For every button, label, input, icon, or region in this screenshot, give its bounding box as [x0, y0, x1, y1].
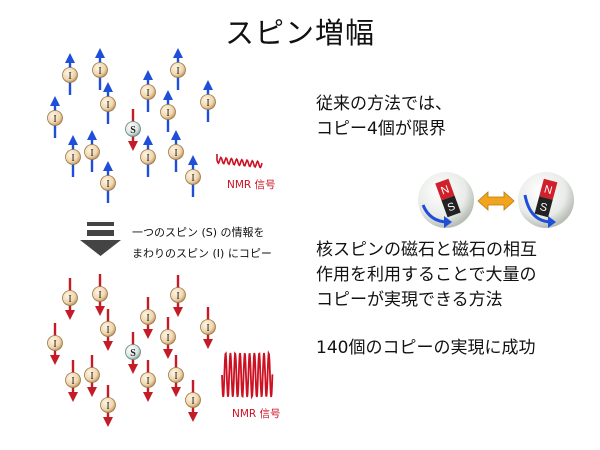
method-line-1: 核スピンの磁石と磁石の相互: [316, 240, 537, 260]
conventional-line-1: 従来の方法では、: [316, 94, 452, 114]
spin-label-i: I: [53, 114, 56, 125]
spin-label-i: I: [191, 396, 194, 407]
spin-label-i: I: [106, 401, 109, 412]
magnet-north-label: N: [439, 183, 451, 197]
neighbor-spin-i: I: [92, 274, 108, 316]
nmr-signal-large: [221, 350, 274, 400]
spin-label-i: I: [166, 108, 169, 119]
neighbor-spin-i: I: [65, 360, 81, 402]
spin-label-i: I: [176, 66, 179, 77]
spin-label-s: S: [130, 125, 136, 136]
neighbor-spin-i: I: [170, 48, 186, 90]
spin-label-i: I: [68, 294, 71, 305]
spin-label-i: I: [174, 148, 177, 159]
spin-label-i: I: [90, 371, 93, 382]
neighbor-spin-i: I: [140, 135, 156, 177]
spin-label-i: I: [146, 313, 149, 324]
spin-label-i: I: [53, 339, 56, 350]
neighbor-spin-i: I: [200, 80, 216, 122]
magnet-sphere-left: N S: [418, 172, 474, 228]
spin-label-i: I: [146, 153, 149, 164]
magnet-sphere-right: N S: [518, 172, 574, 228]
nmr-label-top: NMR 信号: [227, 179, 276, 191]
center-spin-s: S: [125, 332, 141, 374]
neighbor-spin-i: I: [84, 355, 100, 397]
spin-label-i: I: [206, 98, 209, 109]
conventional-line-2: コピー4個が限界: [316, 119, 446, 139]
neighbor-spin-i: I: [62, 278, 78, 320]
spin-label-i: I: [106, 325, 109, 336]
neighbor-spin-i: I: [140, 360, 156, 402]
neighbor-spin-i: I: [200, 307, 216, 349]
process-line-2: まわりのスピン (I) にコピー: [132, 247, 272, 260]
center-spin-s: S: [125, 109, 141, 151]
neighbor-spin-i: I: [160, 90, 176, 132]
spin-label-i: I: [146, 376, 149, 387]
nmr-label-bottom: NMR 信号: [232, 408, 281, 420]
neighbor-spin-i: I: [140, 297, 156, 339]
neighbor-spin-i: I: [92, 48, 108, 90]
spin-label-i: I: [98, 290, 101, 301]
spin-label-i: I: [71, 376, 74, 387]
top-spin-cluster: I I I I I I I I I I I I I I S: [47, 48, 216, 203]
spin-label-i: I: [146, 88, 149, 99]
double-arrow-icon: [477, 191, 515, 211]
process-line-1: 一つのスピン (S) の情報を: [132, 226, 265, 239]
neighbor-spin-i: I: [100, 309, 116, 351]
magnet-north-label: N: [543, 183, 554, 197]
spin-label-s: S: [130, 348, 136, 359]
result-text: 140個のコピーの実現に成功: [316, 338, 536, 358]
neighbor-spin-i: I: [100, 161, 116, 203]
magnet-south-label: S: [538, 201, 548, 214]
spin-label-i: I: [71, 153, 74, 164]
neighbor-spin-i: I: [168, 130, 184, 172]
neighbor-spin-i: I: [170, 275, 186, 317]
bottom-spin-cluster: I I I I I I I I I I I I I I S: [47, 274, 216, 427]
neighbor-spin-i: I: [62, 53, 78, 95]
neighbor-spin-i: I: [160, 317, 176, 359]
spin-label-i: I: [176, 291, 179, 302]
neighbor-spin-i: I: [168, 355, 184, 397]
nmr-signal-small: [216, 154, 263, 169]
method-line-2: 作用を利用することで大量の: [316, 265, 537, 285]
spin-label-i: I: [174, 371, 177, 382]
neighbor-spin-i: I: [65, 135, 81, 177]
method-line-3: コピーが実現できる方法: [316, 290, 503, 310]
page-title: スピン増幅: [224, 16, 375, 50]
neighbor-spin-i: I: [100, 385, 116, 427]
spin-label-i: I: [106, 179, 109, 190]
spin-label-i: I: [98, 66, 101, 77]
neighbor-spin-i: I: [185, 380, 201, 422]
spin-label-i: I: [90, 148, 93, 159]
step-down-arrow: [80, 222, 121, 256]
spin-label-i: I: [206, 323, 209, 334]
neighbor-spin-i: I: [84, 130, 100, 172]
spin-label-i: I: [106, 100, 109, 111]
neighbor-spin-i: I: [47, 96, 63, 138]
magnet-south-label: S: [446, 201, 457, 215]
neighbor-spin-i: I: [140, 70, 156, 112]
spin-label-i: I: [166, 333, 169, 344]
neighbor-spin-i: I: [185, 155, 201, 197]
neighbor-spin-i: I: [100, 82, 116, 124]
spin-label-i: I: [68, 71, 71, 82]
spin-label-i: I: [191, 173, 194, 184]
neighbor-spin-i: I: [47, 323, 63, 365]
